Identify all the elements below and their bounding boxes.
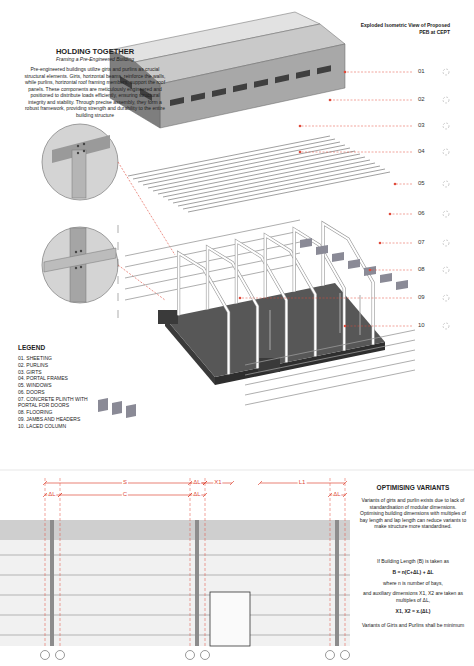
door (126, 404, 136, 418)
window (316, 245, 328, 255)
callout-number: 04 (418, 148, 425, 156)
dimension-label: ΔL (192, 491, 201, 499)
window (332, 252, 344, 262)
dimension-label: X1 (213, 479, 222, 487)
section-heading: OPTIMISING VARIANTS (356, 484, 470, 492)
title: HOLDING TOGETHER (22, 47, 168, 57)
purlin (163, 157, 365, 197)
window (364, 266, 376, 276)
portal-frame (179, 253, 229, 374)
legend-item: 03. GIRTS (18, 369, 106, 376)
legend: 01. SHEETING02. PURLINS03. GIRTS04. PORT… (18, 355, 106, 429)
dimension-label: ΔL (332, 491, 341, 499)
window (233, 83, 247, 92)
formula: X1, X2 = x.(ΔL) (358, 608, 468, 615)
dimension-label: ΔL (47, 491, 56, 499)
body-text: Pre-engineered buildings utilize girts a… (22, 66, 168, 118)
window (380, 273, 392, 283)
window (212, 88, 226, 97)
legend-item: 07. CONCRETE PLINTH WITH PORTAL FOR DOOR… (18, 396, 106, 410)
purlin (158, 154, 360, 194)
window (300, 238, 312, 248)
window (191, 92, 205, 101)
callout-number: 08 (418, 266, 425, 274)
formula: B = n(C+ΔL) + ΔL (358, 569, 468, 576)
callout-number: 03 (418, 122, 425, 130)
window (317, 65, 331, 74)
dimension-label: S (122, 479, 128, 487)
door (98, 398, 108, 412)
dimension-label: L1 (298, 479, 307, 487)
legend-heading: LEGEND (18, 344, 45, 352)
window (170, 97, 184, 106)
girt (245, 350, 415, 385)
legend-item: 08. FLOORING (18, 409, 106, 416)
purlin (168, 160, 370, 200)
dimension-label: C (122, 491, 128, 499)
detail-circles (42, 124, 175, 303)
purlins (128, 136, 390, 212)
legend-item: 09. JAMBS AND HEADERS (18, 416, 106, 423)
legend-item: 02. PURLINS (18, 362, 106, 369)
legend-item: 10. LACED COLUMN (18, 423, 106, 430)
view-title: Exploded Isometric View of Proposed PEB … (352, 22, 450, 35)
window (254, 79, 268, 88)
purlin (188, 172, 390, 212)
callout-number: 02 (418, 96, 425, 104)
portal-frame (323, 223, 373, 344)
formula-note: Variants of Girts and Purlins shall be m… (358, 622, 468, 629)
purlin (183, 169, 385, 209)
callout-number: 07 (418, 239, 425, 247)
portal-frame (265, 235, 315, 356)
callout-number: 06 (418, 210, 425, 218)
window (296, 70, 310, 79)
formula-note: where n is number of bays, (358, 580, 468, 587)
portal-frame (236, 241, 286, 362)
window (348, 259, 360, 269)
elevation (0, 470, 474, 660)
legend-item: 01. SHEETING (18, 355, 106, 362)
door (112, 401, 122, 415)
purlin (178, 166, 380, 206)
callout-number: 10 (418, 322, 425, 330)
girt (125, 242, 300, 278)
callout-number: 01 (418, 68, 425, 76)
window (275, 74, 289, 83)
legend-item: 05. WINDOWS (18, 382, 106, 389)
legend-item: 04. PORTAL FRAMES (18, 375, 106, 382)
frame-structure (98, 220, 415, 418)
dimension-label: ΔL (192, 479, 201, 487)
girt (245, 360, 415, 395)
formula-note: and auxiliary dimensions X1, X2 are take… (358, 590, 468, 603)
callout-number: 05 (418, 180, 425, 188)
purlin (173, 163, 375, 203)
body-text: Variants of girts and purlin exists due … (358, 497, 468, 530)
portal-frame (208, 247, 258, 368)
portal-frame (294, 229, 344, 350)
window (396, 280, 408, 290)
legend-item: 06. DOORS (18, 389, 106, 396)
callout-leaders (239, 69, 449, 329)
formula-note: If Building Length (B) is taken as (358, 558, 468, 565)
girt (245, 370, 415, 405)
callout-number: 09 (418, 294, 425, 302)
subtitle: Framing a Pre-Engineered Building (22, 56, 168, 63)
